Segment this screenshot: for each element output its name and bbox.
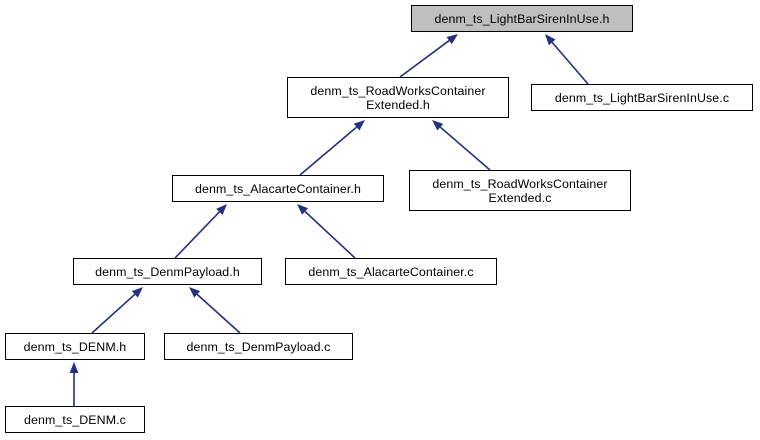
- graph-node-payload_h[interactable]: denm_ts_DenmPayload.h: [73, 258, 262, 285]
- arrow-head-icon: [297, 204, 309, 215]
- dependency-arrow: [299, 120, 365, 176]
- dependency-arrow: [189, 287, 241, 334]
- dependency-arrow: [432, 120, 491, 171]
- arrow-head-icon: [131, 287, 143, 298]
- dependency-arrow: [399, 34, 458, 78]
- graph-node-alacarte_h[interactable]: denm_ts_AlacarteContainer.h: [172, 175, 384, 202]
- graph-node-lightbar_c[interactable]: denm_ts_LightBarSirenInUse.c: [531, 84, 753, 111]
- arrow-head-icon: [545, 34, 556, 46]
- graph-node-payload_c[interactable]: denm_ts_DenmPayload.c: [164, 333, 353, 360]
- arrow-head-icon: [446, 34, 458, 45]
- graph-node-rwce_c[interactable]: denm_ts_RoadWorksContainer Extended.c: [409, 170, 631, 211]
- graph-node-denm_c[interactable]: denm_ts_DENM.c: [5, 406, 145, 433]
- graph-node-alacarte_c[interactable]: denm_ts_AlacarteContainer.c: [285, 258, 497, 285]
- arrow-head-icon: [353, 120, 365, 131]
- graph-node-lightbar_h[interactable]: denm_ts_LightBarSirenInUse.h: [411, 5, 633, 32]
- graph-node-denm_h[interactable]: denm_ts_DENM.h: [5, 333, 145, 360]
- arrow-head-icon: [432, 120, 444, 131]
- dependency-arrow: [545, 34, 589, 85]
- graph-node-rwce_h[interactable]: denm_ts_RoadWorksContainer Extended.h: [287, 77, 509, 118]
- arrow-head-icon: [216, 204, 227, 215]
- arrow-head-icon: [189, 287, 201, 298]
- dependency-arrow: [69, 362, 79, 406]
- arrow-head-icon: [69, 362, 79, 373]
- dependency-arrow: [174, 204, 227, 259]
- dependency-arrow: [91, 287, 143, 334]
- dependency-arrow: [297, 204, 356, 259]
